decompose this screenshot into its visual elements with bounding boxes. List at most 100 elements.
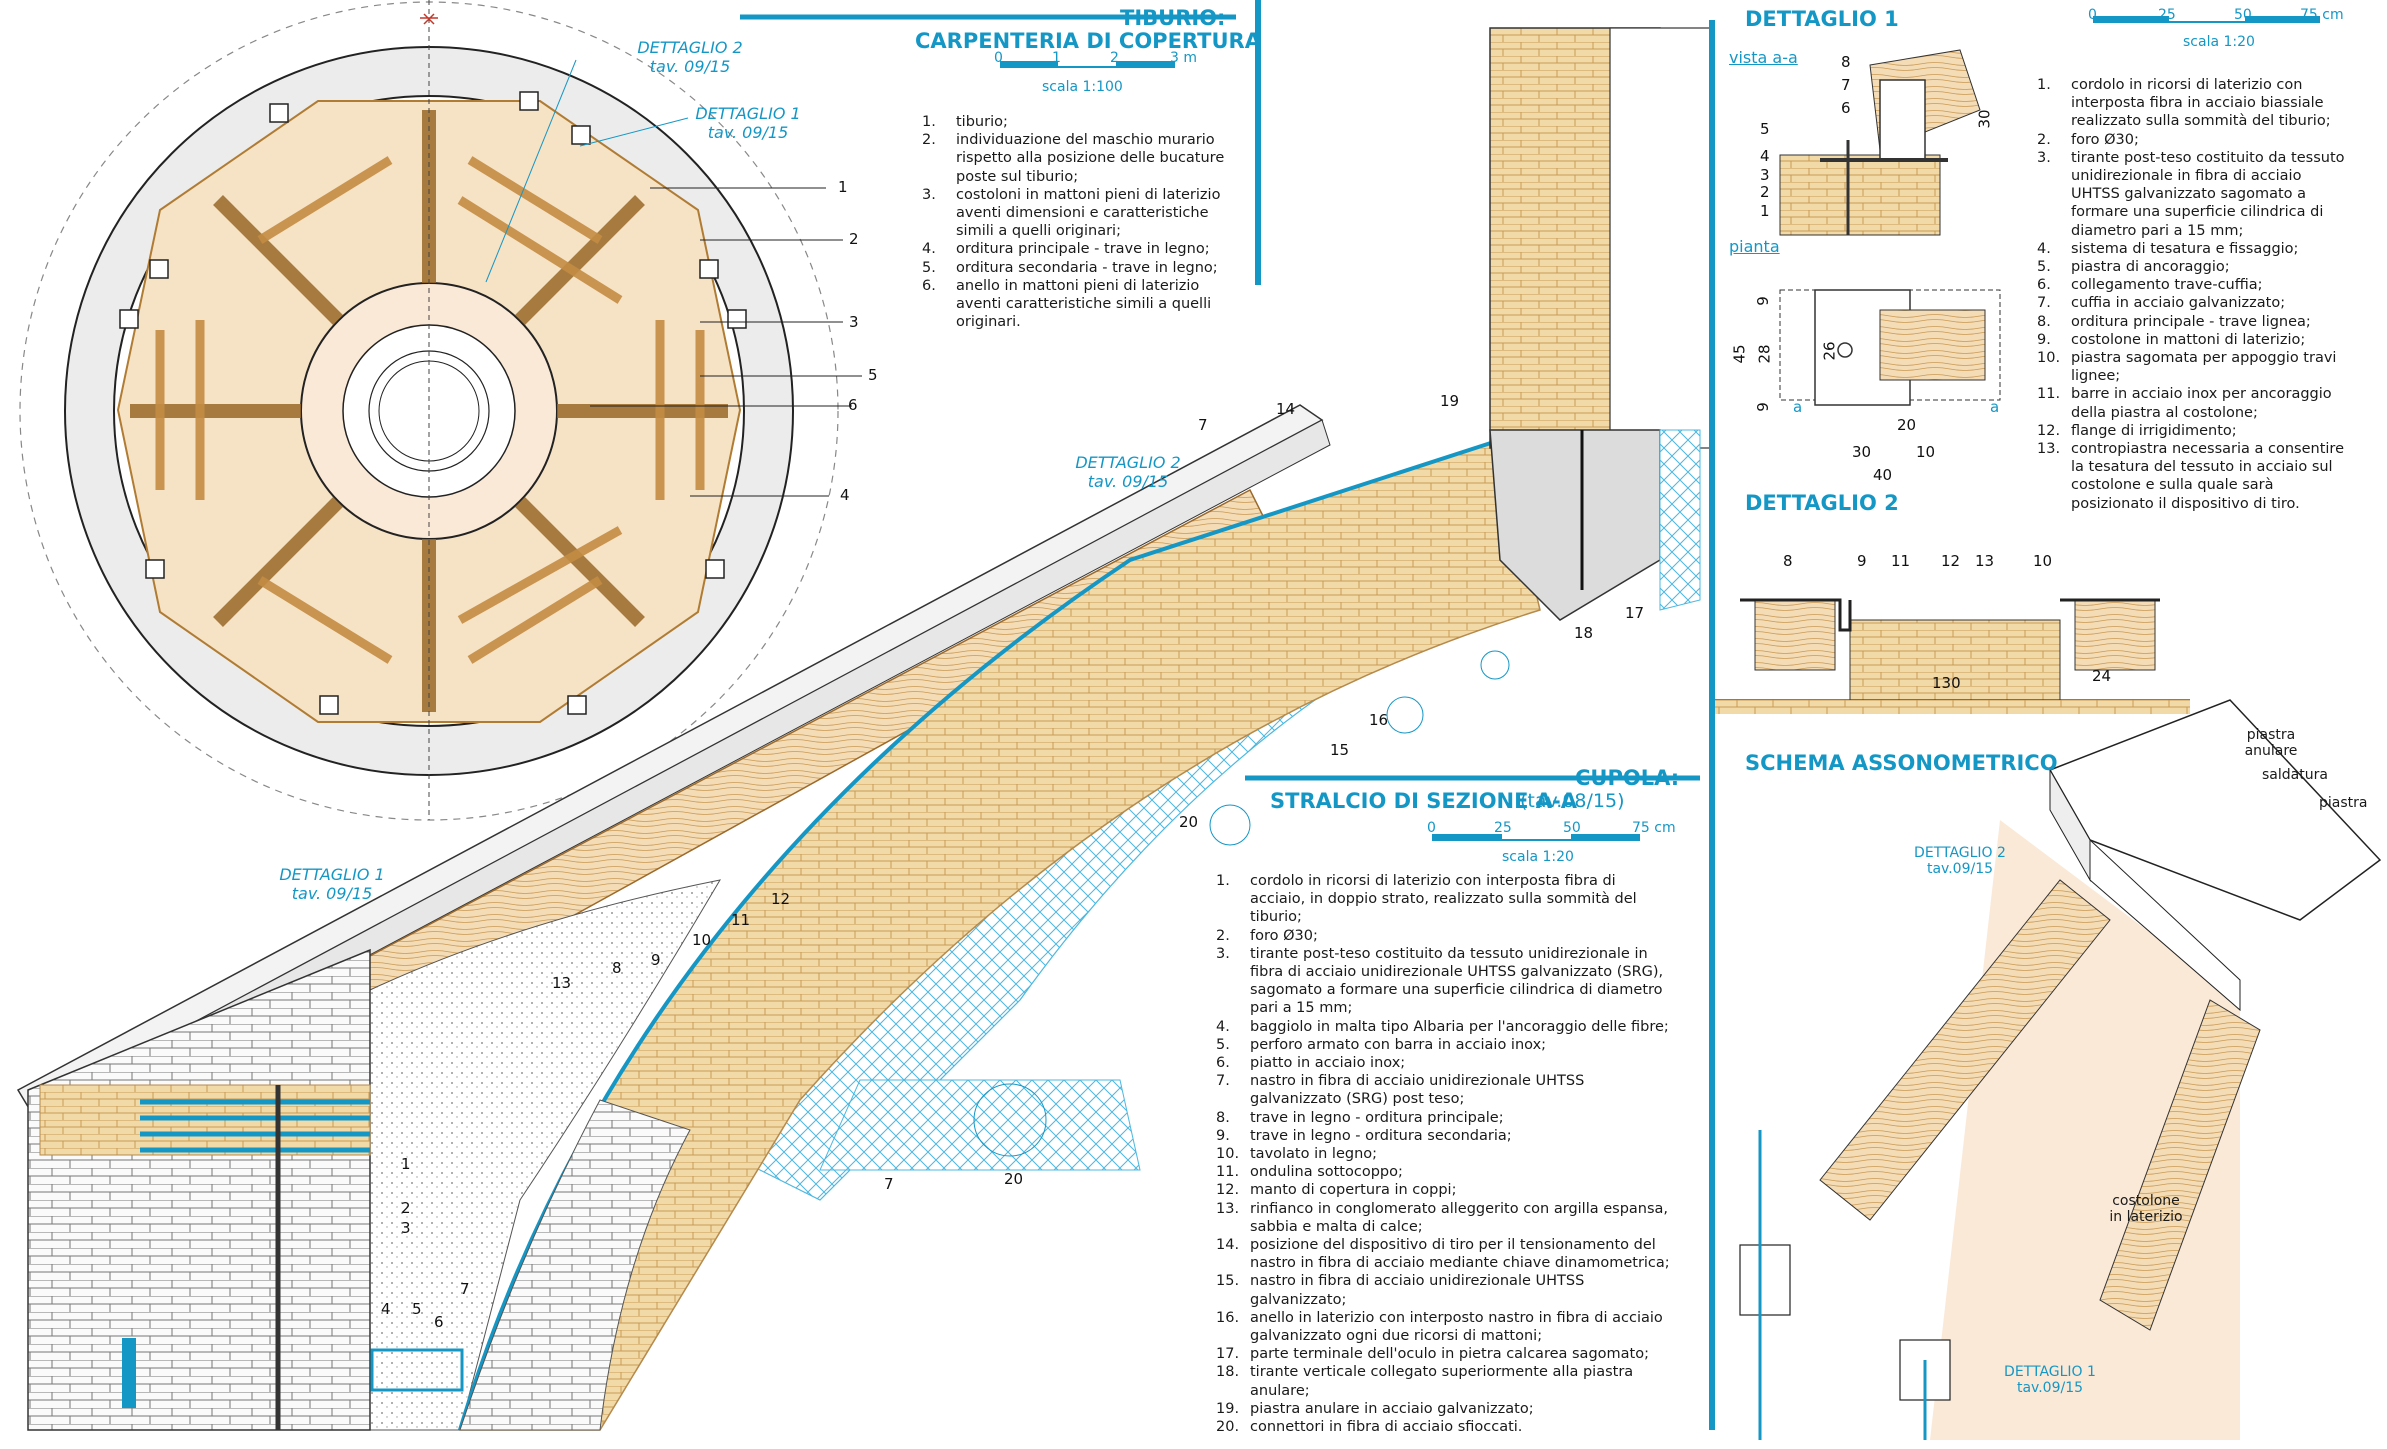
legend-text: tiburio; (1250, 909, 1302, 926)
legend-number: 14. (1216, 1237, 1240, 1254)
legend-number: 4. (1216, 1018, 1230, 1035)
section-callout: 20 (1179, 813, 1199, 831)
plan-callout: 1 (838, 178, 848, 196)
legend-text: sabbia e malta di calce; (1250, 1218, 1423, 1235)
vista-aa-label: vista a-a (1729, 48, 1798, 67)
cupola-scale-tick: 50 (1563, 820, 1581, 836)
section-callout: 6 (434, 1313, 444, 1331)
cupola-scale-tick: 25 (1494, 820, 1512, 836)
legend-item: 12.flange di irrigidimento; (2037, 422, 2377, 440)
legend-text: interposta fibra in acciaio biassiale (2071, 95, 2324, 112)
legend-number: 10. (1216, 1146, 1240, 1163)
legend-item: 9.costolone in mattoni di laterizio; (2037, 331, 2377, 349)
dettaglio2-callout: 11 (1891, 552, 1911, 570)
dettaglio2-callout: 8 (1783, 552, 1793, 570)
legend-text: galvanizzato (SRG) post teso; (1250, 1091, 1465, 1108)
legend-number: 12. (1216, 1182, 1240, 1199)
scalebar-cupola (1432, 834, 1640, 841)
dettaglio2-dim: 24 (2092, 667, 2112, 685)
vista-callout: 4 (1760, 147, 1770, 165)
legend-text: connettori in fibra di acciaio sfioccati… (1250, 1419, 1523, 1436)
legend-number: 4. (2037, 240, 2051, 257)
legend-text: simili a quelli originari; (956, 223, 1121, 240)
dettaglio2-callout: 12 (1941, 552, 1961, 570)
legend-number: 6. (922, 277, 936, 294)
cupola-scale-label: scala 1:20 (1502, 849, 1574, 865)
legend-text: tirante post-teso costituito da tessuto (2071, 149, 2345, 166)
section-callout: 20 (1004, 1170, 1024, 1188)
legend-item: 3.tirante post-teso costituito da tessut… (1216, 945, 1696, 1018)
vista-callout: 5 (1760, 120, 1770, 138)
legend-number: 6. (2037, 277, 2051, 294)
dim-label: 9 (1753, 402, 1772, 412)
dim-label: 40 (1873, 466, 1893, 484)
legend-item: 4.baggiolo in malta tipo Albaria per l'a… (1216, 1018, 1696, 1036)
legend-text: trave in legno - orditura secondaria; (1250, 1127, 1512, 1144)
legend-text: piatto in acciaio inox; (1250, 1055, 1406, 1072)
legend-item: 1.cordolo in ricorsi di laterizio con in… (1216, 872, 1696, 927)
vista-callout: 1 (1760, 202, 1770, 220)
pianta-label: pianta (1729, 237, 1780, 256)
legend-text: ondulina sottocoppo; (1250, 1164, 1403, 1181)
legend-number: 4. (922, 241, 936, 258)
legend-item: 10. tavolato in legno; (1216, 1145, 1696, 1163)
legend-text: aventi dimensioni e caratteristiche (956, 205, 1209, 222)
legend-text: tirante verticale collegato superiorment… (1250, 1364, 1634, 1381)
section-callout: 1 (401, 1155, 411, 1173)
tiburio-scale-tick: 1 (1052, 50, 1061, 66)
legend-text: flange di irrigidimento; (2071, 422, 2237, 439)
plan-callout: 4 (840, 486, 850, 504)
legend-text: diametro pari a 15 mm; (2071, 222, 2244, 239)
section-callout: 11 (731, 911, 751, 929)
legend-text: anello in laterizio con interposto nastr… (1250, 1309, 1663, 1326)
legend-text: tavolato in legno; (1250, 1146, 1378, 1163)
legend-item: 3.tirante post-teso costituito da tessut… (2037, 149, 2377, 240)
legend-text: trave in legno - orditura principale; (1250, 1109, 1504, 1126)
section-callout: 9 (651, 951, 661, 969)
cupola-scale-tick: 75 cm (1632, 820, 1676, 836)
legend-text: costolone e sulla quale sarà (2071, 477, 2274, 494)
dim-label: 26 (1820, 341, 1839, 361)
legend-number: 11. (2037, 386, 2061, 403)
section-callout: 7 (460, 1280, 470, 1298)
legend-text: collegamento trave-cuffia; (2071, 277, 2263, 294)
legend-text: individuazione del maschio murario (956, 132, 1215, 149)
legend-item: 3.costoloni in mattoni pieni di laterizi… (922, 186, 1242, 241)
legend-number: 7. (1216, 1073, 1230, 1090)
legend-number: 7. (2037, 295, 2051, 312)
legend-item: 8.orditura principale - trave lignea; (2037, 313, 2377, 331)
tiburio-legend: 1.tiburio;2. individuazione del maschio m… (922, 113, 1242, 331)
vista-callout: 2 (1760, 183, 1770, 201)
dettaglio2-callout: 9 (1857, 552, 1867, 570)
legend-number: 2. (922, 132, 936, 149)
legend-item: 5.piastra di ancoraggio; (2037, 258, 2377, 276)
section-mark: a (1990, 398, 2000, 416)
legend-text: nastro in fibra di acciaio unidirezional… (1250, 1273, 1585, 1290)
section-callout: 10 (692, 931, 712, 949)
legend-item: 2.foro Ø30; (2037, 131, 2377, 149)
cupola-subtitle: STRALCIO DI SEZIONE A-A (1270, 789, 1578, 813)
dim-label: 20 (1897, 416, 1917, 434)
legend-text: posizionato il dispositivo di tiro. (2071, 495, 2300, 512)
section-callout: 13 (552, 974, 572, 992)
legend-item: 1.tiburio; (922, 113, 1242, 131)
legend-text: unidirezionale in fibra di acciaio (2071, 168, 2302, 185)
legend-item: 17.parte terminale dell'oculo in pietra … (1216, 1345, 1696, 1363)
legend-item: 11.ondulina sottocoppo; (1216, 1163, 1696, 1181)
section-callout: 2 (401, 1199, 411, 1217)
legend-text: poste sul tiburio; (956, 168, 1079, 185)
legend-text: della piastra al costolone; (2071, 404, 2258, 421)
legend-item: 19.piastra anulare in acciaio galvanizza… (1216, 1400, 1696, 1418)
dettaglio1-scale-tick: 25 (2158, 7, 2176, 23)
legend-item: 6. collegamento trave-cuffia; (2037, 276, 2377, 294)
dettaglio1-scale-tick: 50 (2234, 7, 2252, 23)
